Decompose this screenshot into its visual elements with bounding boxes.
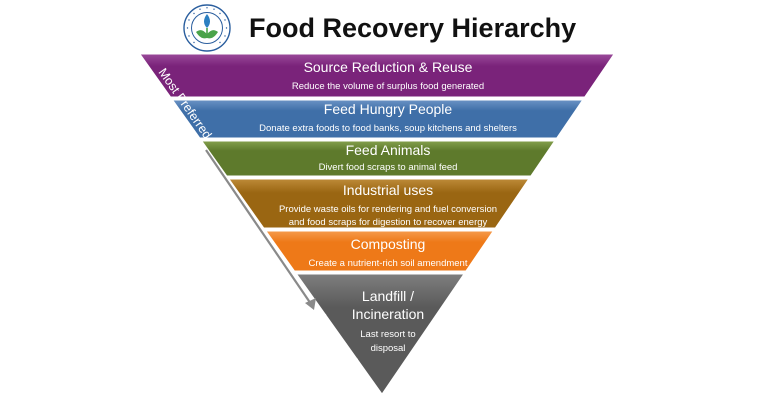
tier-title: Composting bbox=[351, 236, 426, 252]
tier-industrial-uses-band bbox=[228, 178, 530, 229]
tier-description: Create a nutrient-rich soil amendment bbox=[309, 258, 468, 269]
tier-title: Incineration bbox=[352, 306, 424, 322]
tier-description: Provide waste oils for rendering and fue… bbox=[279, 204, 497, 215]
tier-title: Feed Hungry People bbox=[324, 101, 453, 117]
tier-feed-animals-band bbox=[200, 140, 556, 177]
tier-title: Source Reduction & Reuse bbox=[304, 59, 473, 75]
tier-source-reduction-band bbox=[139, 53, 615, 98]
preference-arrowhead-icon bbox=[305, 298, 316, 310]
tier-description: Last resort to bbox=[360, 329, 415, 340]
page-title: Food Recovery Hierarchy bbox=[249, 13, 577, 43]
tier-description: Divert food scraps to animal feed bbox=[319, 162, 458, 173]
tier-title: Landfill / bbox=[362, 288, 414, 304]
tier-description: disposal bbox=[371, 343, 406, 354]
tier-description: and food scraps for digestion to recover… bbox=[289, 217, 488, 228]
tier-description: Reduce the volume of surplus food genera… bbox=[292, 81, 484, 92]
tier-feed-hungry-people-band bbox=[171, 99, 584, 139]
tier-landfill-incineration-band bbox=[295, 273, 465, 395]
epa-seal-icon bbox=[183, 4, 231, 52]
tier-composting-band bbox=[265, 230, 495, 272]
tier-description: Donate extra foods to food banks, soup k… bbox=[259, 123, 517, 134]
tier-title: Feed Animals bbox=[346, 142, 431, 158]
tier-title: Industrial uses bbox=[343, 182, 433, 198]
preference-arrow-line bbox=[205, 149, 312, 305]
